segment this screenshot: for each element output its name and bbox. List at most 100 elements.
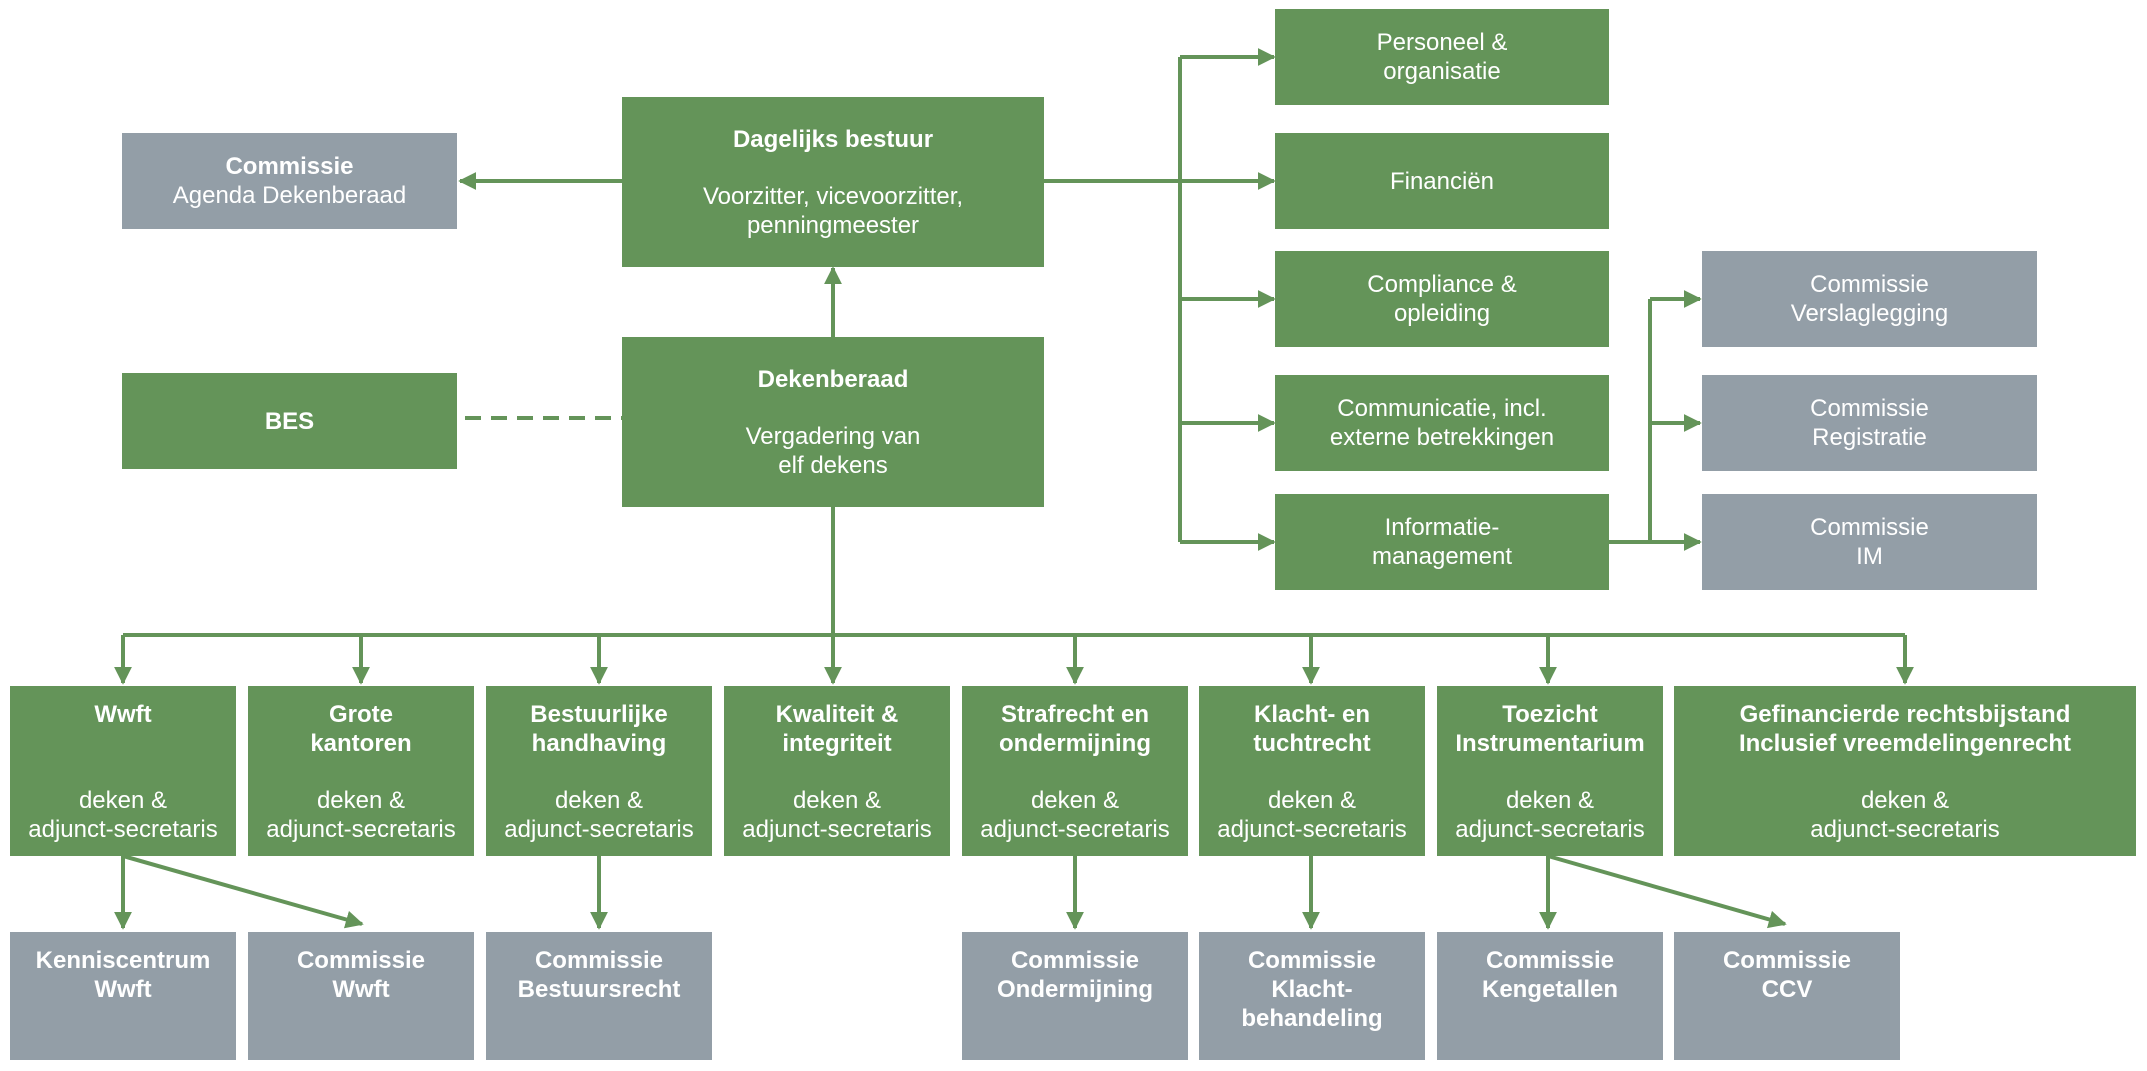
node-line: opleiding	[1393, 300, 1491, 327]
strafrecht-box: Strafrecht en ondermijning deken & adjun…	[962, 686, 1188, 856]
personeel-box: Personeel & organisatie	[1275, 9, 1609, 105]
node-subtitle: adjunct-secretaris	[504, 816, 694, 843]
c-im-box: Commissie IM	[1702, 494, 2037, 590]
financien-box: Financiën	[1275, 133, 1609, 229]
node-title: Commissie	[1722, 947, 1852, 974]
node-subtitle: elf dekens	[778, 451, 888, 479]
node-title: Inclusief vreemdelingenrecht	[1738, 730, 2072, 757]
commissie-agenda-box: Commissie Agenda Dekenberaad	[122, 133, 457, 229]
node-subtitle: adjunct-secretaris	[28, 816, 218, 843]
node-line: organisatie	[1383, 58, 1501, 85]
node-title: tuchtrecht	[1253, 730, 1371, 757]
arrow-to-c-ccv	[1547, 854, 1787, 929]
node-subtitle: deken &	[1505, 787, 1595, 814]
node-title: Instrumentarium	[1455, 730, 1645, 757]
node-title: BES	[264, 407, 315, 435]
node-subtitle: deken &	[316, 787, 406, 814]
grote-kantoren-box: Grote kantoren deken & adjunct-secretari…	[248, 686, 474, 856]
node-title: Kengetallen	[1481, 976, 1619, 1003]
node-title: Kwaliteit &	[775, 701, 899, 728]
bes-box: BES	[122, 373, 457, 469]
c-ccv-box: Commissie CCV	[1674, 932, 1900, 1060]
c-wwft-box: Commissie Wwft	[248, 932, 474, 1060]
node-line: IM	[1856, 543, 1883, 570]
node-title: behandeling	[1241, 1005, 1383, 1032]
kenniscentrum-box: Kenniscentrum Wwft	[10, 932, 236, 1060]
node-line: Commissie	[1810, 271, 1929, 298]
node-title: CCV	[1761, 976, 1813, 1003]
node-title: Bestuursrecht	[517, 976, 681, 1003]
node-title: Commissie	[534, 947, 664, 974]
node-title: Dekenberaad	[757, 365, 909, 393]
node-subtitle: adjunct-secretaris	[742, 816, 932, 843]
node-subtitle: deken &	[1860, 787, 1950, 814]
node-title: Klacht-	[1271, 976, 1353, 1003]
node-subtitle: deken &	[1267, 787, 1357, 814]
node-subtitle: adjunct-secretaris	[1810, 816, 2000, 843]
node-subtitle: deken &	[554, 787, 644, 814]
node-line: Commissie	[1810, 395, 1929, 422]
node-line: Commissie	[1810, 514, 1929, 541]
node-subtitle: penningmeester	[746, 211, 920, 239]
node-subtitle: adjunct-secretaris	[1217, 816, 1407, 843]
gefinancierde-box: Gefinancierde rechtsbijstand Inclusief v…	[1674, 686, 2136, 856]
node-title: Gefinancierde rechtsbijstand	[1739, 701, 2071, 728]
c-verslag-box: Commissie Verslaglegging	[1702, 251, 2037, 347]
node-subtitle: adjunct-secretaris	[980, 816, 1170, 843]
node-line: Verslaglegging	[1790, 300, 1949, 327]
dagelijks-bestuur-box: Dagelijks bestuur Voorzitter, vicevoorzi…	[622, 97, 1044, 267]
arrow-to-c-wwft	[122, 854, 364, 929]
node-line: externe betrekkingen	[1329, 424, 1555, 451]
node-title: Commissie	[296, 947, 426, 974]
informatie-box: Informatie- management	[1275, 494, 1609, 590]
node-subtitle: deken &	[792, 787, 882, 814]
toezicht-box: Toezicht Instrumentarium deken & adjunct…	[1437, 686, 1663, 856]
node-title: Commissie	[1485, 947, 1615, 974]
node-line: management	[1371, 543, 1513, 570]
node-line: Compliance &	[1367, 271, 1517, 298]
node-title: ondermijning	[999, 730, 1151, 757]
node-line: Financiën	[1389, 167, 1495, 195]
node-title: Wwft	[332, 976, 390, 1003]
bestuurlijke-box: Bestuurlijke handhaving deken & adjunct-…	[486, 686, 712, 856]
node-title: Toezicht	[1502, 701, 1598, 728]
node-title: Commissie	[225, 153, 354, 180]
compliance-box: Compliance & opleiding	[1275, 251, 1609, 347]
dekenberaad-box: Dekenberaad Vergadering van elf dekens	[622, 337, 1044, 507]
node-title: Kenniscentrum	[35, 947, 211, 974]
node-title: handhaving	[531, 730, 667, 757]
c-bestuursrecht-box: Commissie Bestuursrecht	[486, 932, 712, 1060]
node-title: Wwft	[94, 701, 152, 728]
c-klacht-box: Commissie Klacht- behandeling	[1199, 932, 1425, 1060]
node-line: Registratie	[1812, 424, 1927, 451]
klacht-box: Klacht- en tuchtrecht deken & adjunct-se…	[1199, 686, 1425, 856]
node-line: Communicatie, incl.	[1337, 395, 1547, 422]
node-subtitle: deken &	[1030, 787, 1120, 814]
node-subtitle: adjunct-secretaris	[1455, 816, 1645, 843]
node-line: Personeel &	[1376, 29, 1508, 56]
node-title: Bestuurlijke	[530, 701, 668, 728]
c-kengetallen-box: Commissie Kengetallen	[1437, 932, 1663, 1060]
c-registratie-box: Commissie Registratie	[1702, 375, 2037, 471]
node-title: Dagelijks bestuur	[732, 125, 934, 153]
node-line: Informatie-	[1384, 514, 1500, 541]
node-title: Wwft	[94, 976, 152, 1003]
node-title: Strafrecht en	[1000, 701, 1150, 728]
node-subtitle: Vergadering van	[745, 422, 921, 450]
node-title: Commissie	[1010, 947, 1140, 974]
node-title: Ondermijning	[997, 976, 1153, 1003]
kwaliteit-box: Kwaliteit & integriteit deken & adjunct-…	[724, 686, 950, 856]
node-subtitle: adjunct-secretaris	[266, 816, 456, 843]
node-title: Klacht- en	[1253, 701, 1370, 728]
node-subtitle: Agenda Dekenberaad	[172, 182, 407, 209]
node-subtitle: Voorzitter, vicevoorzitter,	[702, 182, 964, 210]
node-title: integriteit	[782, 730, 892, 757]
c-ondermijning-box: Commissie Ondermijning	[962, 932, 1188, 1060]
communicatie-box: Communicatie, incl. externe betrekkingen	[1275, 375, 1609, 471]
node-title: kantoren	[310, 730, 412, 757]
node-title: Commissie	[1247, 947, 1377, 974]
node-title: Grote	[328, 701, 393, 728]
node-subtitle: deken &	[78, 787, 168, 814]
wwft-box: Wwft deken & adjunct-secretaris	[10, 686, 236, 856]
